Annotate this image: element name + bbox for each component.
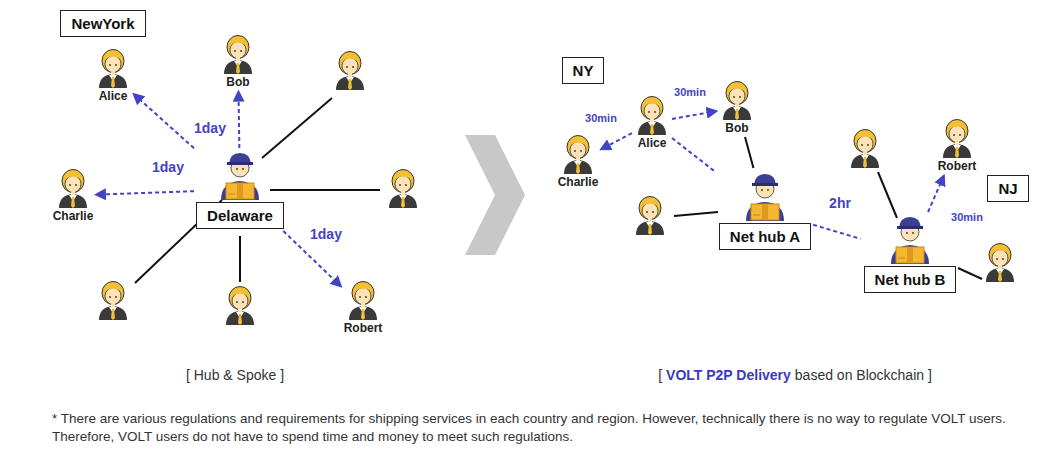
panel-caption: [ Hub & Spoke ] [186, 367, 284, 383]
box-label: Net hub B [864, 266, 957, 293]
person-name: Charlie [53, 209, 94, 223]
connector [601, 133, 632, 149]
person-icon [560, 134, 596, 174]
person-node: Alice [634, 95, 670, 150]
person-name: Robert [344, 321, 383, 335]
connector [745, 137, 753, 168]
person-node: Bob [719, 80, 755, 135]
panel-caption: [VOLT P2P Deliverybased on Blockchain ] [658, 367, 932, 383]
hub-node: Net hub A [719, 171, 811, 250]
region-box: NJ [987, 175, 1028, 202]
edge-label: 1day [308, 226, 344, 242]
box-label: NJ [987, 175, 1028, 202]
box-label: Net hub A [719, 223, 811, 250]
person-name: Bob [725, 121, 748, 135]
courier-icon [885, 214, 935, 264]
connector [672, 111, 716, 119]
courier-icon [740, 171, 790, 221]
connector [96, 191, 194, 195]
edge-label: 2hr [827, 195, 853, 211]
person-name: Charlie [558, 175, 599, 189]
person-name: Alice [638, 136, 667, 150]
connector [928, 176, 944, 212]
edge-label: 30min [672, 86, 708, 98]
person-icon [634, 95, 670, 135]
edge-label: 30min [583, 112, 619, 124]
person-node: Charlie [53, 168, 94, 223]
region-box: NewYork [60, 10, 145, 37]
edge-label: 1day [192, 120, 228, 136]
caption-highlight: VOLT P2P Delivery [666, 367, 791, 383]
person-icon [939, 118, 975, 158]
courier-icon [215, 150, 265, 200]
person-node: Robert [938, 118, 977, 173]
box-label: Delaware [196, 202, 284, 229]
person-icon [345, 280, 381, 320]
person-name: Alice [99, 89, 128, 103]
caption-text: based on Blockchain ] [795, 367, 932, 383]
region-box: NY [562, 57, 605, 84]
connector [672, 138, 716, 172]
person-icon [719, 80, 755, 120]
person-node: Charlie [558, 134, 599, 189]
person-node: Robert [344, 280, 383, 335]
person-icon [220, 34, 256, 74]
person-name: Bob [226, 75, 249, 89]
person-icon [55, 168, 91, 208]
box-label: NY [562, 57, 605, 84]
person-name: Robert [938, 159, 977, 173]
person-node: Bob [220, 34, 256, 89]
box-label: NewYork [60, 10, 145, 37]
footnote: * There are various regulations and requ… [52, 410, 1042, 446]
person-icon [95, 48, 131, 88]
caption-bracket: [ [658, 367, 662, 383]
edge-label: 30min [949, 211, 985, 223]
hub-node: Net hub B [864, 214, 957, 293]
connector [134, 94, 194, 148]
person-node: Alice [95, 48, 131, 103]
edge-label: 1day [150, 159, 186, 175]
hub-node: Delaware [196, 150, 284, 229]
connector [237, 92, 240, 148]
connector [813, 225, 860, 239]
